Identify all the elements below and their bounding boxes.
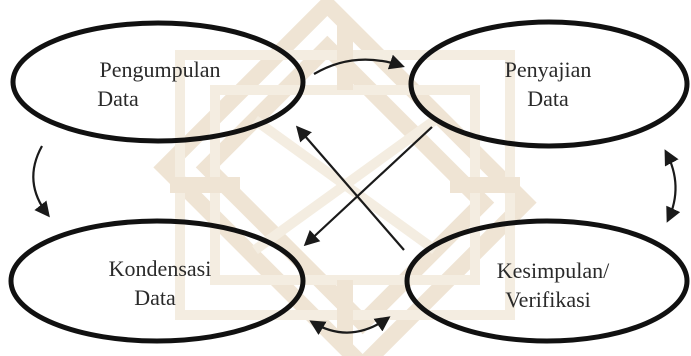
node-kesimpulan-label-line1: Kesimpulan/ <box>497 258 610 283</box>
arrow-pengumpulan-to-kondensasi <box>32 145 50 218</box>
node-kondensasi-label-line2: Data <box>134 285 176 310</box>
node-penyajian-ellipse <box>408 19 690 149</box>
node-penyajian-label-line1: Penyajian <box>505 57 592 82</box>
arrow-penyajian-to-kondensasi <box>303 126 433 247</box>
node-kondensasi-label-line1: Kondensasi <box>109 256 212 281</box>
node-kesimpulan-ellipse <box>404 218 690 344</box>
arrow-kesimpulan-to-pengumpulan <box>295 125 405 251</box>
arrow-pengumpulan-to-penyajian <box>313 54 405 75</box>
arrow-penyajian-kesimpulan-bidirectional <box>664 149 681 223</box>
node-pengumpulan-label-line2: Data <box>97 86 139 111</box>
arrow-kondensasi-kesimpulan-bidirectional <box>309 316 391 335</box>
node-kondensasi-ellipse <box>8 218 306 344</box>
watermark-logo <box>153 0 537 356</box>
node-penyajian-label-line2: Data <box>527 86 569 111</box>
node-pengumpulan-label-line1: Pengumpulan <box>100 57 221 82</box>
node-kesimpulan-label-line2: Verifikasi <box>505 287 591 312</box>
node-pengumpulan-ellipse <box>10 20 306 144</box>
